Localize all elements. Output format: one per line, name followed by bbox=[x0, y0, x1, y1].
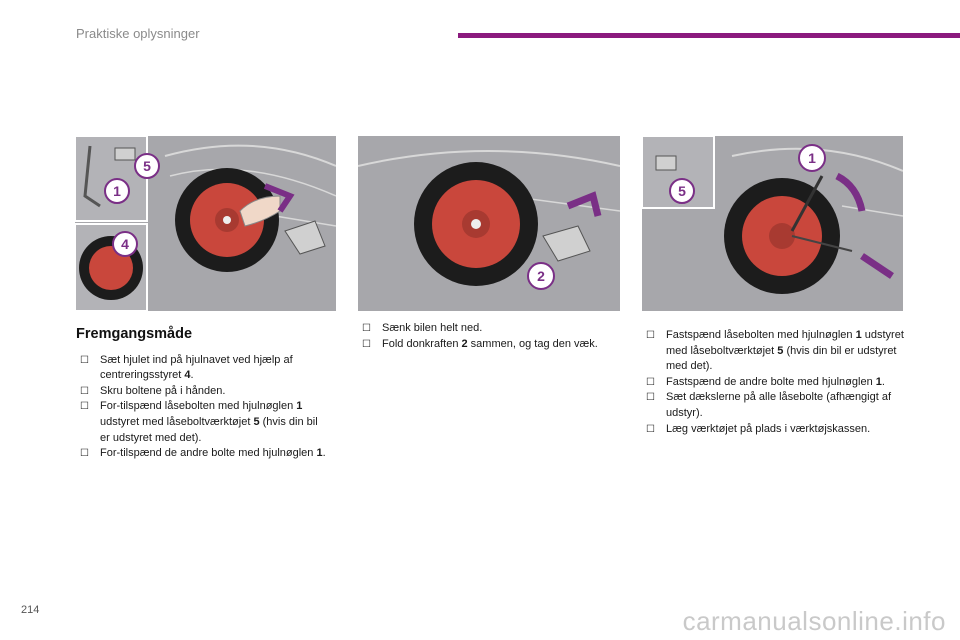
illustration-tighten-bolts: 1 5 bbox=[642, 136, 903, 311]
list-item: ☐For-tilspænd de andre bolte med hjulnøg… bbox=[76, 446, 326, 462]
checkbox-arrow-icon: ☐ bbox=[646, 376, 655, 388]
header-title: Praktiske oplysninger bbox=[76, 26, 200, 41]
checkbox-arrow-icon: ☐ bbox=[80, 401, 89, 413]
left-column: Fremgangsmåde ☐Sæt hjulet ind på hjulnav… bbox=[76, 326, 326, 462]
list-item: ☐Sæt hjulet ind på hjulnavet ved hjælp a… bbox=[80, 353, 293, 382]
callout-1: 1 bbox=[808, 150, 816, 166]
checkbox-arrow-icon: ☐ bbox=[80, 385, 89, 397]
right-column: ☐Fastspænd låsebolten med hjulnøglen 1 u… bbox=[642, 328, 904, 437]
illustration-mount-wheel: 5 1 4 bbox=[75, 136, 336, 311]
list-item: ☐Fastspænd låsebolten med hjulnøglen 1 u… bbox=[646, 329, 904, 373]
watermark: carmanualsonline.info bbox=[682, 606, 946, 636]
list-item: ☐For-tilspænd låsebolten med hjulnøglen … bbox=[80, 400, 318, 444]
list-item: ☐Sæt dækslerne på alle låsebolte (afhæng… bbox=[646, 391, 892, 419]
checkbox-arrow-icon: ☐ bbox=[646, 392, 655, 404]
list-item: ☐Fold donkraften 2 sammen, og tag den væ… bbox=[358, 337, 608, 353]
list-item: ☐Fastspænd de andre bolte med hjulnøglen… bbox=[642, 375, 904, 391]
checkbox-arrow-icon: ☐ bbox=[80, 448, 89, 460]
checkbox-arrow-icon: ☐ bbox=[362, 323, 371, 334]
callout-5: 5 bbox=[143, 158, 151, 174]
list-item: ☐Sænk bilen helt ned. bbox=[358, 321, 608, 337]
illustration-lower-car: 2 bbox=[358, 136, 620, 311]
list-item: ☐Læg værktøjet på plads i værktøjskassen… bbox=[642, 422, 904, 438]
middle-column: ☐Sænk bilen helt ned. ☐Fold donkraften 2… bbox=[358, 321, 608, 352]
checkbox-arrow-icon: ☐ bbox=[646, 423, 655, 435]
callout-2: 2 bbox=[537, 268, 545, 284]
section-heading: Fremgangsmåde bbox=[76, 326, 193, 342]
callout-5: 5 bbox=[678, 183, 686, 199]
page-number: 214 bbox=[21, 604, 40, 616]
callout-1: 1 bbox=[113, 183, 121, 199]
header-accent-bar bbox=[458, 33, 960, 38]
callout-4: 4 bbox=[121, 236, 129, 252]
checkbox-arrow-icon: ☐ bbox=[80, 354, 89, 366]
checkbox-arrow-icon: ☐ bbox=[646, 330, 655, 341]
checkbox-arrow-icon: ☐ bbox=[362, 338, 371, 350]
list-item: ☐Skru boltene på i hånden. bbox=[76, 384, 326, 400]
